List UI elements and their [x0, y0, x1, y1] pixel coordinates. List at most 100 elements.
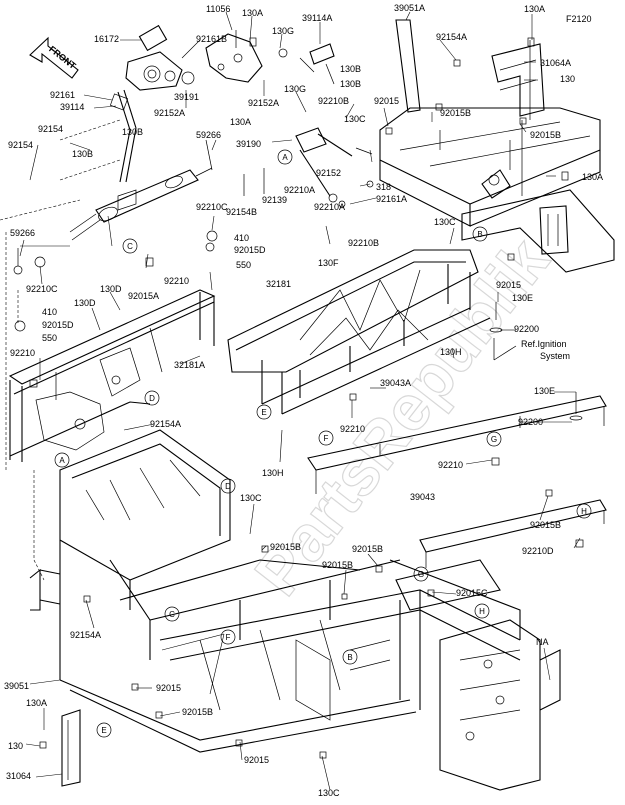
part-label: 130G	[272, 26, 294, 36]
callout-a-upper: A	[277, 149, 293, 165]
rear-bed-frame	[379, 19, 601, 227]
svg-text:G: G	[418, 570, 424, 579]
callouts: A A B B C C D D E E F F G G H H	[54, 149, 592, 738]
part-label: 92015B	[270, 542, 301, 552]
part-label: 130H	[262, 468, 284, 478]
part-label: 550	[42, 333, 57, 343]
part-label: 130B	[340, 64, 361, 74]
svg-text:F: F	[324, 434, 329, 443]
tie-rod-ends	[13, 139, 218, 332]
part-label: 39114	[60, 102, 84, 112]
svg-text:D: D	[149, 394, 155, 403]
part-label: 130B	[72, 149, 93, 159]
steering-rack	[69, 167, 213, 241]
part-label: 92015D	[42, 320, 74, 330]
part-label: 92152A	[154, 108, 185, 118]
front-frame-32181A	[8, 289, 216, 462]
part-label: 92154B	[226, 207, 257, 217]
part-label: 130C	[434, 217, 456, 227]
steering-column	[109, 89, 137, 183]
part-label: 16172	[94, 34, 119, 44]
part-label: 130E	[512, 293, 533, 303]
part-label: 92210	[340, 424, 365, 434]
svg-text:B: B	[347, 653, 352, 662]
svg-text:C: C	[169, 610, 175, 619]
part-label: 92015B	[182, 707, 213, 717]
part-label: 130H	[440, 347, 462, 357]
callout-g-lower: G	[413, 566, 429, 582]
part-label: 92015B	[352, 544, 383, 554]
part-label: 92210	[438, 460, 463, 470]
svg-text:C: C	[127, 242, 133, 251]
part-label: 130	[560, 74, 575, 84]
part-label: 31064	[6, 771, 31, 781]
svg-text:B: B	[477, 230, 482, 239]
part-label: 130B	[340, 79, 361, 89]
rear-bracket-31064A	[491, 40, 545, 196]
part-label: 130C	[344, 114, 366, 124]
part-label: 92015	[374, 96, 399, 106]
part-label: 92015D	[234, 245, 266, 255]
part-label: 92210C	[26, 284, 58, 294]
part-label: 92015B	[440, 108, 471, 118]
part-label: 39051	[4, 681, 29, 691]
steering-link-39190	[243, 127, 374, 208]
svg-text:H: H	[581, 507, 587, 516]
part-label: 130A	[524, 4, 545, 14]
main-frame	[29, 429, 561, 791]
crossmember-39043	[419, 499, 607, 568]
svg-text:A: A	[59, 456, 65, 465]
svg-text:F: F	[226, 633, 231, 642]
part-label: 318	[376, 182, 391, 192]
part-label: 39190	[236, 139, 261, 149]
part-label: 92154A	[70, 630, 101, 640]
svg-text:H: H	[479, 607, 485, 616]
part-label: 130D	[74, 298, 96, 308]
part-label: 92161	[50, 90, 75, 100]
part-label: 39043A	[380, 378, 411, 388]
front-arrow: FRONT	[29, 36, 79, 79]
callout-a-lower: A	[54, 452, 70, 468]
figure-code: F2120	[566, 14, 592, 24]
part-label: 410	[42, 307, 57, 317]
ref-note-line-2: System	[540, 351, 570, 361]
leader-lines	[19, 11, 581, 791]
svg-text:E: E	[261, 408, 266, 417]
front-arrow-label: FRONT	[47, 44, 78, 71]
svg-text:A: A	[282, 153, 288, 162]
callout-g-upper: G	[486, 431, 502, 447]
part-label: 92210B	[318, 96, 349, 106]
part-label: 92139	[262, 195, 287, 205]
part-label: 92154A	[150, 419, 181, 429]
part-label: 32181	[266, 279, 291, 289]
part-label: 92015C	[456, 588, 488, 598]
mount-bolts-right	[489, 302, 583, 421]
shaft-39114A	[299, 43, 335, 85]
callout-f-lower: F	[220, 629, 236, 645]
part-label: 92210	[164, 276, 189, 286]
rear-plate	[461, 189, 615, 273]
part-label: 130E	[534, 386, 555, 396]
part-label: 31064A	[540, 58, 571, 68]
svg-text:E: E	[101, 726, 106, 735]
fasteners	[29, 37, 584, 759]
part-label: 130	[8, 741, 23, 751]
part-label: 59266	[196, 130, 221, 140]
left-bracket-31064	[61, 709, 81, 787]
part-label: 130A	[582, 172, 603, 182]
part-label: 92015A	[128, 291, 159, 301]
part-label: 92015	[496, 280, 521, 290]
part-label: 92015B	[530, 520, 561, 530]
callout-d-upper: D	[144, 390, 160, 406]
part-label: 130A	[26, 698, 47, 708]
part-label: 39043	[410, 492, 435, 502]
part-label: 410	[234, 233, 249, 243]
callout-h-lower: H	[474, 603, 490, 619]
roll-cage	[227, 249, 491, 415]
part-label: NA	[536, 637, 549, 647]
callout-h-upper: H	[576, 503, 592, 519]
part-label: 130A	[242, 8, 263, 18]
part-label: 92015	[156, 683, 181, 693]
part-label: 130A	[230, 117, 251, 127]
